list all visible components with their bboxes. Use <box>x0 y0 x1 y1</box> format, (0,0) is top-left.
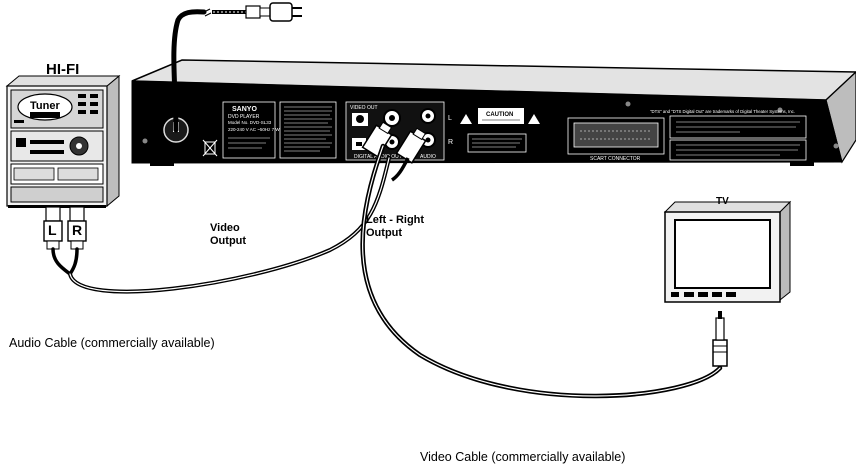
television <box>663 200 792 303</box>
plug-right-label: R <box>72 222 83 238</box>
licence-text-block <box>669 115 807 161</box>
power-rating-label: 220-240 V AC ~50Hz 7 W <box>228 127 280 132</box>
plug-left-label: L <box>48 222 57 238</box>
audio-cable <box>43 121 427 294</box>
tv-label: TV <box>716 196 729 207</box>
scart-connector-label: SCART CONNECTOR <box>590 156 641 162</box>
model-label: Model No. DVD-SL33 <box>228 120 272 125</box>
video-out-label: VIDEO OUT <box>350 105 378 111</box>
caution-label: CAUTION <box>486 112 513 118</box>
weee-bin-icon <box>202 139 218 157</box>
trademark-notice: "DTS" and "DTS Digital Out" are trademar… <box>650 109 795 114</box>
scart-connector <box>567 117 665 155</box>
dvd-player: SANYO DVD PLAYER Model No. DVD-SL33 220-… <box>131 59 856 166</box>
power-cord <box>171 2 302 133</box>
audio-label: AUDIO <box>420 154 436 160</box>
jack-right-label: R <box>448 139 453 146</box>
product-line-label: DVD PLAYER <box>228 114 260 120</box>
left-right-output-label: Left - Right Output <box>366 214 425 239</box>
warning-text-block <box>279 101 337 159</box>
audio-cable-caption: Audio Cable (commercially available) <box>9 336 215 350</box>
video-output-label: Video Output <box>210 222 247 247</box>
hifi-stereo <box>5 74 121 208</box>
jack-left-label: L <box>448 115 452 122</box>
video-cable-caption: Video Cable (commercially available) <box>420 450 626 464</box>
video-cable <box>360 143 728 399</box>
brand-label: SANYO <box>232 106 257 113</box>
hifi-label: HI-FI <box>46 61 80 78</box>
tuner-label: Tuner <box>30 100 60 112</box>
